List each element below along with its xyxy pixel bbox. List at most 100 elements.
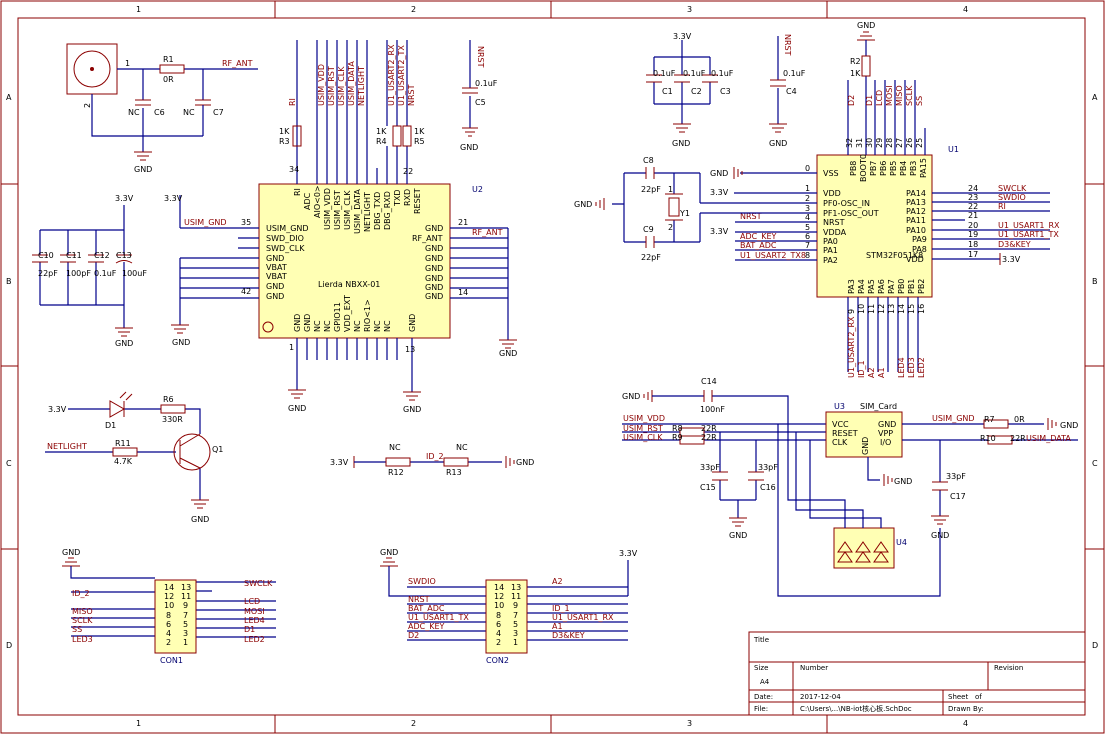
c11-name: C11 [66,251,82,260]
c16-value: 33pF [758,463,778,472]
u2-top-pin-dbg-rxd: DBG_RXD [383,191,392,230]
tb-size-value: A4 [760,678,770,686]
y1-pin2: 2 [668,223,673,232]
u1-top-pin-pb3: PB3 [909,161,918,176]
con2-net-adc-key: ADC_KEY [408,622,445,631]
id2-net: ID_2 [426,452,444,461]
u1-top-gnd: GND [857,21,875,30]
u1-top-num-32: 32 [845,138,854,148]
tb-sheet-label: Sheet [948,693,968,701]
u2-pin-22: 22 [403,167,413,176]
u1-left-pin-pa1: PA1 [823,246,838,255]
r10-name: R10 [980,434,996,443]
u2-pin-13: 13 [405,345,415,354]
con2-section: GND 3.3V 14 13 12 11 10 9 8 7 6 5 4 3 2 … [380,548,638,665]
con2-net-id1: ID_1 [552,604,570,613]
u1-bottom-net-led3: LED3 [907,357,916,378]
con2-pin-8: 8 [496,611,501,620]
u1-left-pin-pa0: PA0 [823,237,838,246]
u1-right-num-23: 23 [968,193,978,202]
u1-top-num-31: 31 [855,138,864,148]
u1-right-pin-pa9: PA9 [912,235,927,244]
con1-net-miso: MISO [72,607,93,616]
u1-top-net-sclk: SCLK [905,85,914,106]
con2-net-usart1-tx: U1_USART1_TX [408,613,469,622]
c7-name: C7 [213,108,224,117]
sim-section: GND C14 100nF U3 SIM_Card VCC RESET CLK … [622,377,1078,597]
tb-file-label: File: [754,705,768,713]
grid-row-d-left: D [6,641,12,650]
u3-pin-vpp: VPP [878,429,893,438]
u2-pin-42: 42 [241,287,251,296]
u1-right-pin-pa11: PA11 [906,216,926,225]
u1-net-swclk: SWCLK [998,184,1027,193]
tb-drawn-label: Drawn By: [948,705,984,713]
u1-left-pin-pf0: PF0-OSC_IN [823,199,870,208]
con2-pin-2: 2 [496,638,501,647]
u1-net-ri: RI [998,202,1006,211]
y1-name: Y1 [679,209,690,218]
con1-net-led4: LED4 [244,616,265,625]
c1-name: C1 [662,87,673,96]
con1-pin-9: 9 [183,601,188,610]
r10-value: 22R [1010,434,1026,443]
c14-gnd: GND [622,392,640,401]
u1-right-pin-pa14: PA14 [906,189,926,198]
con2-pin-1: 1 [513,638,518,647]
c3-value: 0.1uF [711,69,734,78]
c5-name: C5 [475,98,486,107]
decap-v33-label: 3.3V [115,194,134,203]
q1-gnd: GND [191,515,209,524]
con2-pin-12: 12 [494,592,504,601]
u1-bottom-num-15: 15 [907,304,916,314]
u1-left-v33: 3.3V [710,188,729,197]
u1-bottom-net-a1: A1 [877,367,886,378]
con1-net-led3: LED3 [72,635,93,644]
u1-left-pin-pa2: PA2 [823,256,838,265]
u2-net-usim-clk: USIM_CLK [337,66,346,106]
u2-left-pin-3: SWD_CLK [266,244,305,253]
crystal-section: GND Y1 1 2 C8 22pF C9 22pF [574,156,796,262]
u2-right-pin-7: GND [425,283,443,292]
con1-pin-7: 7 [183,611,188,620]
u1-part-name: STM32F051K8 [866,251,923,260]
con2-net-bat-adc: BAT_ADC [408,604,445,613]
con2-ref: CON2 [486,656,509,665]
con1-pin-3: 3 [183,629,188,638]
grid-col-3-top: 3 [687,5,692,14]
u1-left-num-0: 0 [805,164,810,173]
tb-file-value: C:\Users\...\NB-iot核心板.SchDoc [800,704,912,713]
u1-bottom-num-10: 10 [857,304,866,314]
grid-row-b-right: B [1092,277,1098,286]
c6-value: NC [128,108,140,117]
u2-bottom-pin-2: GND [303,314,312,332]
u1-net-d3key: D3&KEY [998,240,1031,249]
grid-row-d-right: D [1092,641,1098,650]
u1-net-usart1-rx: U1_USART1_RX [998,221,1060,230]
sim-net-usim-vdd: USIM_VDD [623,414,665,423]
u1-left-pin-vdda: VDDA [823,228,847,237]
c4-net: NRST [783,34,792,56]
con2-pin-14: 14 [494,583,504,592]
r2-value: 1K [850,69,861,78]
led-v33-label: 3.3V [48,405,67,414]
con1-pin-4: 4 [166,629,171,638]
decap-gnd: GND [115,339,133,348]
u2-ref: U2 [472,185,483,194]
u2-pin-35: 35 [241,218,251,227]
u2-part-name: Lierda NBXX-01 [318,280,380,289]
u2-top-pin-ri: RI [293,188,302,196]
u2-pin-1: 1 [289,343,294,352]
u1-net-adc-key: ADC_KEY [740,232,777,241]
u2-bottom-pin-3: NC [313,320,322,332]
topcaps-gnd: GND [672,139,690,148]
u1-net-swdio: SWDIO [998,193,1026,202]
tb-date-value: 2017-12-04 [800,693,841,701]
con2-net-nrst: NRST [408,595,430,604]
grid-col-4-top: 4 [963,5,968,14]
tb-size-label: Size [754,664,768,672]
u1-bottom-num-11: 11 [867,304,876,314]
rf-ant-net-label: RF_ANT [222,59,253,68]
u1-right-num-20: 20 [968,221,978,230]
